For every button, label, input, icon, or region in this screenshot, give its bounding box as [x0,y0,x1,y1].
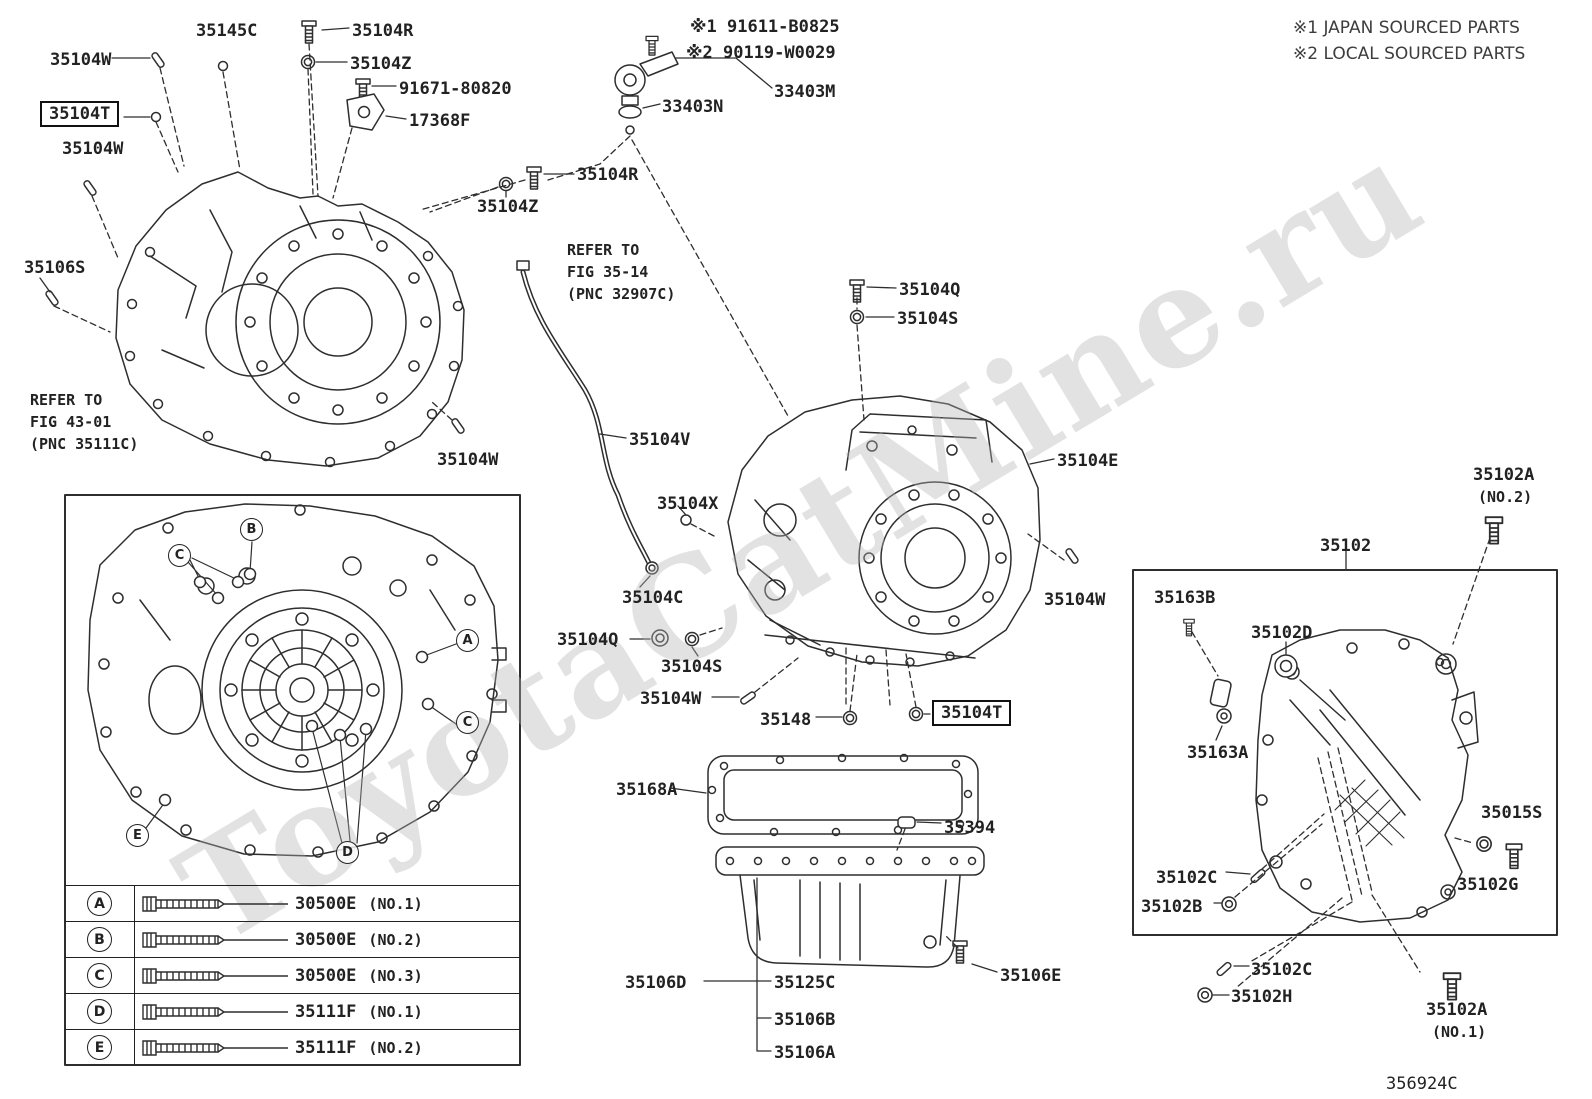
part-label-35104W-5[interactable]: 35104W [640,689,702,709]
part-label-35104W-3[interactable]: 35104W [437,450,499,470]
part-label-35104S-1[interactable]: 35104S [897,309,959,329]
bolt-icon [142,1039,288,1056]
part-label-35106S[interactable]: 35106S [24,258,86,278]
part-note-35102A-no2: (NO.2) [1478,488,1533,506]
callout-A: A [456,629,479,652]
callout-E: E [126,824,149,847]
part-label-35104S-2[interactable]: 35104S [661,657,723,677]
part-label-35104C[interactable]: 35104C [622,588,684,608]
clutch-housing-drawing [87,503,507,858]
part-label-35104Z-1[interactable]: 35104Z [350,54,412,74]
part-label-17368F[interactable]: 17368F [409,111,471,131]
part-label-35148[interactable]: 35148 [760,710,812,730]
legend-key-B: B [87,927,112,952]
part-label-35104R-2[interactable]: 35104R [577,165,639,185]
legend-part-note: (NO.2) [368,1038,423,1057]
dashed-leader-lines [53,43,1491,989]
bolt-icon [142,1003,288,1020]
part-label-35015S[interactable]: 35015S [1481,803,1543,823]
legend-key-E: E [87,1035,112,1060]
part-label-35102C-1[interactable]: 35102C [1156,868,1218,888]
transaxle-housing-drawing [115,171,465,468]
legend-row-A: A 30500E (NO.1) [65,885,520,921]
part-label-35104R-1[interactable]: 35104R [352,21,414,41]
part-label-35163A[interactable]: 35163A [1187,743,1249,763]
japan-sourced-note: ※1 JAPAN SOURCED PARTS [1293,18,1520,38]
part-label-35102G[interactable]: 35102G [1457,875,1519,895]
part-label-35104E[interactable]: 35104E [1057,451,1119,471]
part-label-35102C-2[interactable]: 35102C [1251,960,1313,980]
part-label-35104V[interactable]: 35104V [629,430,691,450]
bolt-icon [142,967,288,984]
legend-row-E: E 35111F (NO.2) [65,1029,520,1065]
part-label-35394[interactable]: 35394 [944,818,996,838]
part-label-35106A[interactable]: 35106A [774,1043,836,1063]
part-label-35168A[interactable]: 35168A [616,780,678,800]
legend-part-note: (NO.1) [368,1002,423,1021]
filler-tube-drawing [516,260,659,575]
fastener-legend-table: A 30500E (NO.1) B 30500E (NO.2) C 30500E… [65,885,520,1065]
fastener-icons [44,20,1523,1003]
legend-part-number[interactable]: 30500E [295,893,357,914]
part-label-35125C[interactable]: 35125C [774,973,836,993]
part-label-35104Q-2[interactable]: 35104Q [557,630,619,650]
legend-row-B: B 30500E (NO.2) [65,921,520,957]
part-label-35104X[interactable]: 35104X [657,494,719,514]
part-label-35104T-highlighted-2[interactable]: 35104T [932,700,1012,726]
legend-part-note: (NO.3) [368,966,423,985]
legend-part-number[interactable]: 35111F [295,1037,357,1058]
bolt-icon [142,931,288,948]
part-label-35102B[interactable]: 35102B [1141,897,1203,917]
part-label-35106D[interactable]: 35106D [625,973,687,993]
bolt-ref-note-1[interactable]: ※1 91611-B0825 [690,17,840,37]
legend-key-D: D [87,999,112,1024]
legend-key-C: C [87,963,112,988]
legend-part-note: (NO.1) [368,894,423,913]
part-label-35106B[interactable]: 35106B [774,1010,836,1030]
speed-sensor-drawing [614,51,679,135]
part-label-35163B[interactable]: 35163B [1154,588,1216,608]
callout-D: D [336,841,359,864]
drawing-number: 356924C [1386,1074,1458,1094]
part-label-35104T-highlighted-1[interactable]: 35104T [40,101,120,127]
legend-part-number[interactable]: 30500E [295,929,357,950]
part-note-35102A-no1: (NO.1) [1432,1023,1487,1041]
part-label-91671-80820[interactable]: 91671-80820 [399,79,512,99]
part-label-35145C[interactable]: 35145C [196,21,258,41]
part-label-35104W-4[interactable]: 35104W [1044,590,1106,610]
legend-row-D: D 35111F (NO.1) [65,993,520,1029]
leader-lines [39,27,1347,1052]
part-label-33403M[interactable]: 33403M [774,82,836,102]
callout-C-2: C [456,711,479,734]
transmission-case-drawing [727,395,1041,667]
callout-C-1: C [168,544,191,567]
bolt-ref-note-2[interactable]: ※2 90119-W0029 [686,43,836,63]
part-label-35104W-2[interactable]: 35104W [62,139,124,159]
part-label-35104Q-1[interactable]: 35104Q [899,280,961,300]
callout-B: B [240,518,263,541]
legend-part-number[interactable]: 30500E [295,965,357,986]
part-label-35102H[interactable]: 35102H [1231,987,1293,1007]
legend-part-number[interactable]: 35111F [295,1001,357,1022]
oil-pan-gasket-drawing [707,753,979,837]
part-label-35106E[interactable]: 35106E [1000,966,1062,986]
part-label-33403N[interactable]: 33403N [662,97,724,117]
left-detail-box [64,494,521,1066]
bolt-icon [142,895,288,912]
part-label-35102A-no2[interactable]: 35102A [1473,465,1535,485]
right-detail-box [1132,569,1558,936]
legend-part-note: (NO.2) [368,930,423,949]
part-label-35102A-no1[interactable]: 35102A [1426,1000,1488,1020]
part-label-35104Z-2[interactable]: 35104Z [477,197,539,217]
part-label-35102[interactable]: 35102 [1320,536,1372,556]
part-label-35102D[interactable]: 35102D [1251,623,1313,643]
oil-pan-drawing [715,846,985,968]
part-label-35104W-1[interactable]: 35104W [50,50,112,70]
local-sourced-note: ※2 LOCAL SOURCED PARTS [1293,44,1526,64]
legend-key-A: A [87,891,112,916]
legend-row-C: C 30500E (NO.3) [65,957,520,993]
